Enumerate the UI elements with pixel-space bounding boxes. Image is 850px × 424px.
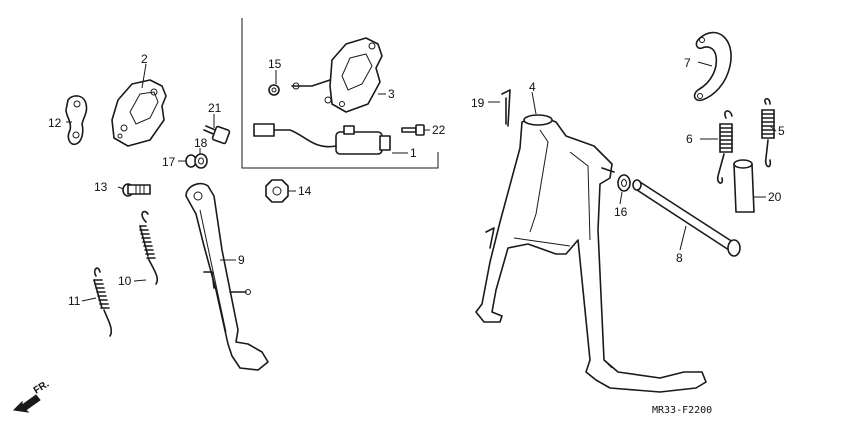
part-10-spring [139, 210, 159, 285]
part-6-spring [716, 110, 733, 184]
part-11-spring [93, 267, 113, 337]
part-18-nut [194, 153, 208, 169]
part-9-side-stand [185, 182, 269, 371]
callout-4: 4 [529, 80, 536, 94]
direction-label: FR. [32, 379, 52, 397]
callout-14: 14 [298, 184, 312, 198]
part-1-switch [253, 123, 391, 155]
part-21-bolt [203, 125, 231, 145]
callout-8: 8 [676, 251, 683, 265]
part-8-shaft [632, 179, 741, 257]
callout-10: 10 [118, 274, 132, 288]
drawing-code: MR33-F2200 [652, 405, 712, 416]
leader-lines [66, 61, 777, 302]
part-7-plate [693, 31, 732, 102]
callout-6: 6 [686, 132, 693, 146]
part-22-bolt [401, 124, 425, 136]
callout-18: 18 [194, 136, 208, 150]
callout-7: 7 [684, 56, 691, 70]
part-12-plate [65, 95, 88, 146]
part-16-washer [617, 174, 631, 192]
part-19-pin [501, 89, 511, 127]
callouts: 2 12 21 18 17 13 14 10 11 9 15 3 1 22 4 … [48, 52, 785, 308]
part-5-spring [761, 97, 775, 168]
part-3-bracket [291, 37, 383, 113]
direction-arrow-icon [12, 394, 41, 413]
part-15-nut [268, 84, 280, 96]
part-4-main-stand [475, 114, 707, 393]
part-14-nut [265, 179, 289, 203]
part-13-bolt [122, 183, 151, 197]
callout-21: 21 [208, 101, 222, 115]
callout-3: 3 [388, 87, 395, 101]
front-direction-indicator: FR. [12, 379, 52, 413]
inset-frame [241, 18, 439, 169]
callout-22: 22 [432, 123, 446, 137]
part-20-collar [733, 159, 755, 213]
callout-5: 5 [778, 124, 785, 138]
callout-15: 15 [268, 57, 282, 71]
callout-16: 16 [614, 205, 628, 219]
callout-20: 20 [768, 190, 782, 204]
part-2-bracket [111, 79, 167, 147]
callout-2: 2 [141, 52, 148, 66]
callout-12: 12 [48, 116, 62, 130]
callout-13: 13 [94, 180, 108, 194]
callout-9: 9 [238, 253, 245, 267]
callout-19: 19 [471, 96, 485, 110]
callout-11: 11 [68, 294, 81, 308]
callout-17: 17 [162, 155, 176, 169]
callout-1: 1 [410, 146, 417, 160]
